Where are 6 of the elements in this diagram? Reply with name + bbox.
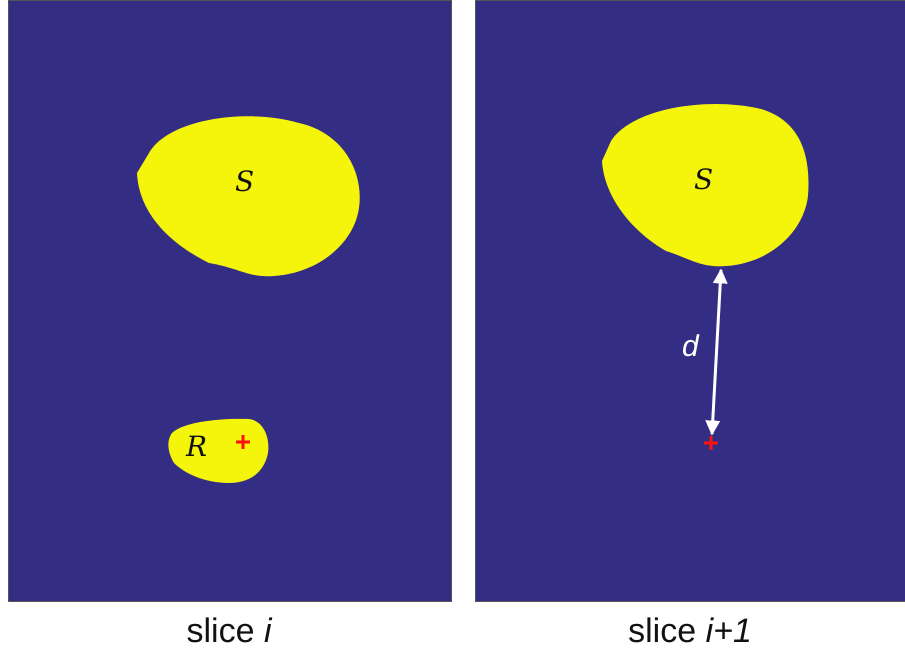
region-label: R: [186, 433, 208, 461]
region-label: S: [235, 168, 254, 196]
panel-caption: slice i: [186, 612, 272, 651]
panel-caption: slice i+1: [628, 612, 752, 651]
dimension-label: d: [682, 330, 699, 364]
region-label: S: [694, 166, 714, 194]
